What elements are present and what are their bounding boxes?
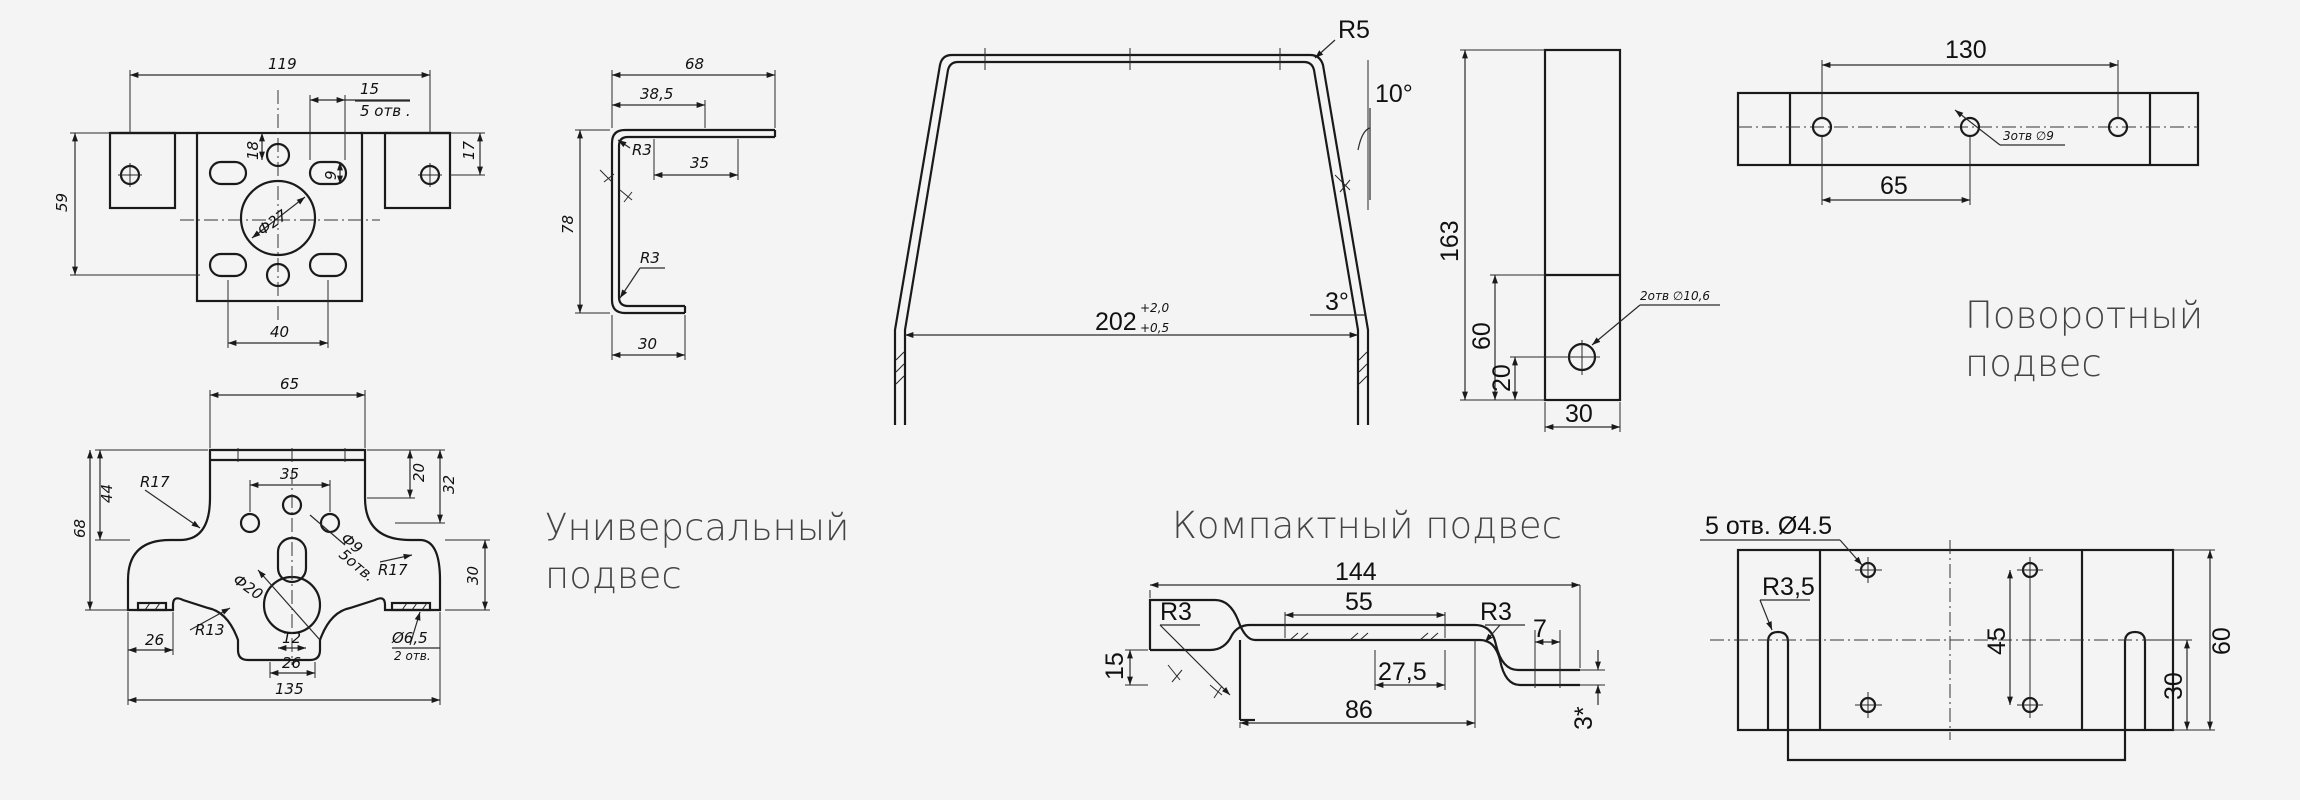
- plan-r17-right: R17: [378, 561, 408, 579]
- side-dim-35: 35: [690, 154, 709, 172]
- compact-side-view: 163 60 20 30 2отв ∅10,6: [1436, 48, 1720, 432]
- plan-dim-45: 45: [1983, 627, 2011, 655]
- bottom-dim-15: 15: [1101, 652, 1129, 680]
- compact-title: Компактный подвес: [1172, 504, 1562, 547]
- dim-59: 59: [53, 193, 71, 212]
- plan-dim-20: 20: [410, 463, 428, 482]
- plan-dim-65: 65: [280, 375, 299, 393]
- side-dim-78: 78: [559, 215, 577, 234]
- plan-r13: R13: [195, 621, 225, 639]
- dim-17: 17: [460, 140, 478, 160]
- plan-dim-44: 44: [98, 484, 116, 503]
- universal-front-view: 119 15 5 отв . 59 18 9 17 Ф27 40: [53, 55, 485, 348]
- compact-angle-3: 3°: [1325, 288, 1349, 316]
- bottom-r3-left: R3: [1160, 598, 1192, 626]
- side-dim-30: 30: [638, 335, 657, 353]
- dim-5-holes: 5 отв .: [360, 102, 411, 120]
- plan-dim-12: 12: [282, 629, 301, 647]
- plan-dim-68: 68: [71, 519, 89, 538]
- rotary-dim-130: 130: [1945, 36, 1987, 64]
- dim-d27: Ф27: [254, 206, 291, 239]
- universal-plan-view: 65 35 20 32 44 68 R17 Ф9 5отв. R17 Ф20 3…: [71, 375, 490, 705]
- compact-front-view: R5 10° 202 +2,0 +0,5 3°: [893, 16, 1413, 425]
- plan-dim-135: 135: [275, 680, 304, 698]
- side-holes-note: 2отв ∅10,6: [1640, 289, 1710, 303]
- plan-dim-32: 32: [440, 475, 458, 494]
- plan-d20: Ф20: [230, 571, 267, 604]
- compact-r5: R5: [1338, 16, 1370, 44]
- side-dim-30: 30: [1565, 400, 1593, 428]
- plan-dim-26-center: 26: [282, 654, 301, 672]
- side-dim-20: 20: [1488, 364, 1516, 392]
- rotary-title-line1: Поворотный: [1965, 294, 2203, 337]
- dim-119: 119: [268, 55, 297, 73]
- dim-9: 9: [322, 170, 340, 180]
- plan-dim-30: 30: [464, 566, 482, 585]
- side-r3-bottom: R3: [640, 249, 660, 267]
- bottom-r3-right: R3: [1480, 598, 1512, 626]
- universal-side-view: 68 38,5 35 78 R3 R3 30: [559, 55, 777, 360]
- compact-bottom-view: 144 55 R3 R3 7 15 27,5 86 3*: [1101, 558, 1605, 730]
- plan-r3-5: R3,5: [1762, 573, 1815, 601]
- side-dim-60: 60: [1468, 322, 1496, 350]
- bottom-dim-3: 3*: [1570, 706, 1598, 730]
- compact-tol-upper: +2,0: [1140, 301, 1170, 315]
- universal-title-line2: подвес: [545, 554, 682, 597]
- bottom-dim-86: 86: [1345, 696, 1373, 724]
- plan-d6-5: Ø6,5: [391, 629, 428, 647]
- compact-dim-202: 202: [1095, 308, 1137, 336]
- side-dim-68: 68: [685, 55, 704, 73]
- plan-dim-35: 35: [280, 465, 299, 483]
- rotary-holes-note: 3отв ∅9: [2003, 129, 2054, 143]
- plan-dim-60: 60: [2208, 627, 2236, 655]
- plan-2-holes: 2 отв.: [394, 649, 431, 663]
- bottom-dim-144: 144: [1335, 558, 1377, 586]
- plan-dim-30: 30: [2160, 672, 2188, 700]
- universal-title-line1: Универсальный: [545, 506, 849, 549]
- dim-18: 18: [244, 141, 262, 160]
- rotary-dim-65: 65: [1880, 172, 1908, 200]
- compact-tol-lower: +0,5: [1140, 321, 1169, 335]
- bottom-dim-7: 7: [1533, 615, 1547, 643]
- compact-angle-10: 10°: [1375, 80, 1413, 108]
- side-r3-top: R3: [632, 141, 652, 159]
- rotary-top-view: 130 3отв ∅9 65: [1736, 36, 2200, 205]
- plan-dim-26-left: 26: [145, 631, 164, 649]
- plan-holes-note: 5 отв. Ø4.5: [1705, 512, 1832, 540]
- bottom-dim-27-5: 27,5: [1378, 658, 1427, 686]
- rotary-plan-view: 45 5 отв. Ø4.5 R3,5 60 30: [1700, 512, 2236, 762]
- plan-r17-left: R17: [140, 473, 170, 491]
- dim-15: 15: [360, 80, 379, 98]
- rotary-title-line2: подвес: [1965, 342, 2102, 385]
- side-dim-163: 163: [1436, 220, 1464, 262]
- bottom-dim-55: 55: [1345, 588, 1373, 616]
- side-dim-38-5: 38,5: [640, 85, 673, 103]
- dim-40: 40: [270, 323, 289, 341]
